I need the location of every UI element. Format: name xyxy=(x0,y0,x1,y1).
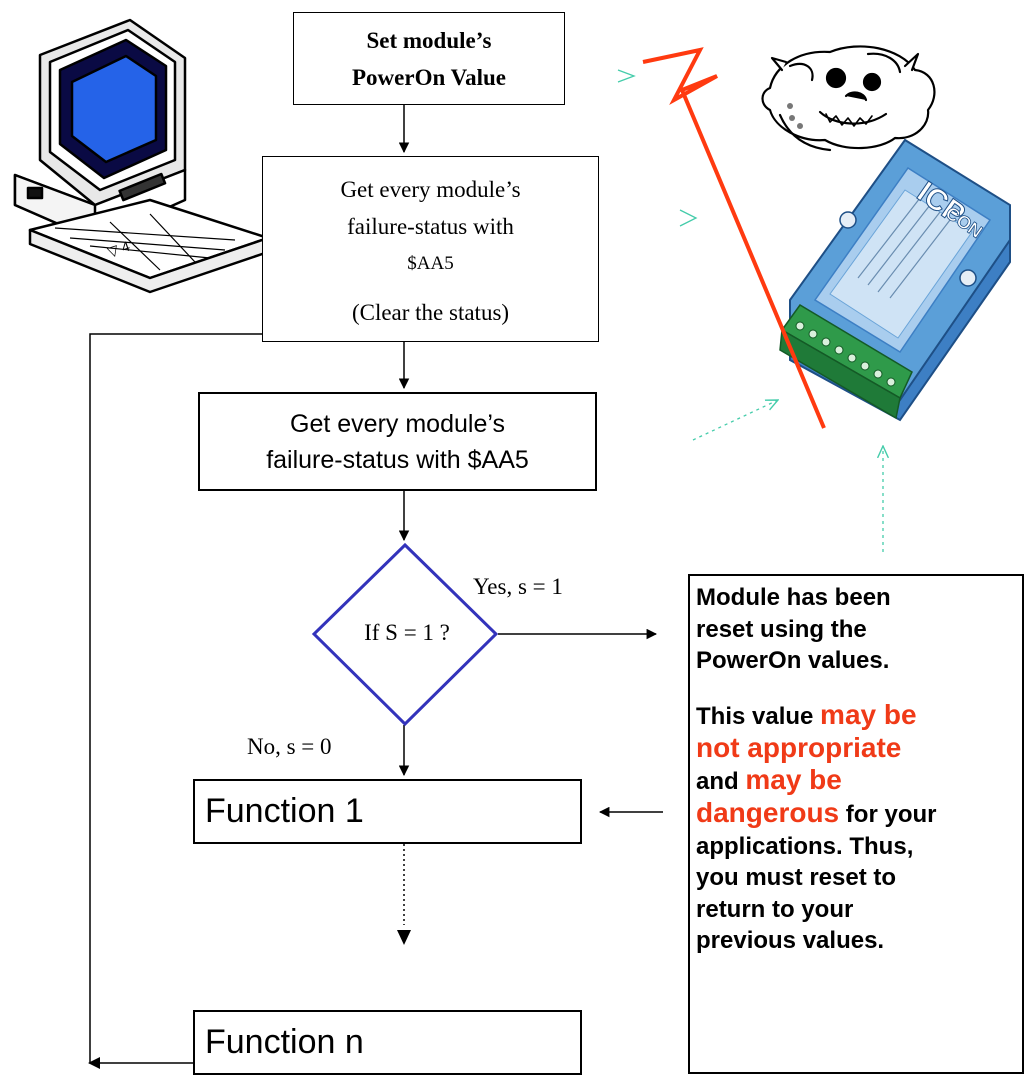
decision-label: If S = 1 ? xyxy=(364,620,450,645)
bulldog-icon xyxy=(761,45,936,152)
note-line-10: return to your xyxy=(696,895,854,923)
get-status-box: Get every module’s failure-status with $… xyxy=(198,392,597,491)
note-text: for your xyxy=(839,801,937,828)
note-warning-text: dangerous xyxy=(696,797,840,828)
set-poweron-box: Set module’s PowerOn Value xyxy=(293,12,565,105)
get-status-line-2: failure-status with $AA5 xyxy=(266,445,529,474)
green-arrowheads xyxy=(617,69,698,227)
arrowhead-fn1-to-fnn xyxy=(397,930,411,945)
note-text: and xyxy=(696,767,746,795)
note-line-2: reset using the xyxy=(696,615,867,643)
note-warning-text: may be xyxy=(745,763,842,795)
function-n-label: Function n xyxy=(205,1023,364,1061)
get-status-line-1: Get every module’s xyxy=(290,409,505,438)
note-text: This value xyxy=(696,702,821,730)
function-1-box: Function 1 xyxy=(193,779,582,844)
get-status-clear-line-2: failure-status with xyxy=(347,214,514,239)
note-line-6: and may be xyxy=(696,764,1018,798)
lightning-icon xyxy=(642,47,826,429)
decision-diamond xyxy=(311,542,499,727)
note-line-8: applications. Thus, xyxy=(696,832,914,860)
function-1-label: Function 1 xyxy=(205,792,364,830)
note-line-4: This value may be xyxy=(696,699,1018,733)
io-module-icon: ICP CON xyxy=(779,138,1011,422)
no-branch-label: No, s = 0 xyxy=(247,734,332,759)
note-line-3: PowerOn values. xyxy=(696,647,890,674)
note-warning-text: may be xyxy=(820,698,917,730)
clear-status-note: (Clear the status) xyxy=(351,300,510,325)
function-n-box: Function n xyxy=(193,1010,582,1075)
computer-icon: ▽ 4 xyxy=(13,18,270,294)
note-line-7: dangerous for your xyxy=(696,797,1018,831)
yes-branch-label: Yes, s = 1 xyxy=(473,574,563,599)
svg-text:▽ 4: ▽ 4 xyxy=(105,238,131,260)
note-line-9: you must reset to xyxy=(696,864,897,891)
note-line-11: previous values. xyxy=(696,927,885,954)
set-poweron-line-1: Set module’s xyxy=(366,27,492,53)
note-line-1: Module has been xyxy=(696,584,891,611)
get-status-clear-box: Get every module’s failure-status with $… xyxy=(262,156,599,342)
green-dotted-arrow-to-module xyxy=(692,400,778,441)
warning-note-box: Module has been reset using the PowerOn … xyxy=(688,574,1024,1074)
note-line-5: not appropriate xyxy=(696,732,902,763)
arrowhead-loop-left xyxy=(88,1057,100,1069)
get-status-clear-line-3: $AA5 xyxy=(407,253,454,274)
get-status-clear-line-1: Get every module’s xyxy=(340,177,521,202)
set-poweron-line-2: PowerOn Value xyxy=(352,64,506,90)
